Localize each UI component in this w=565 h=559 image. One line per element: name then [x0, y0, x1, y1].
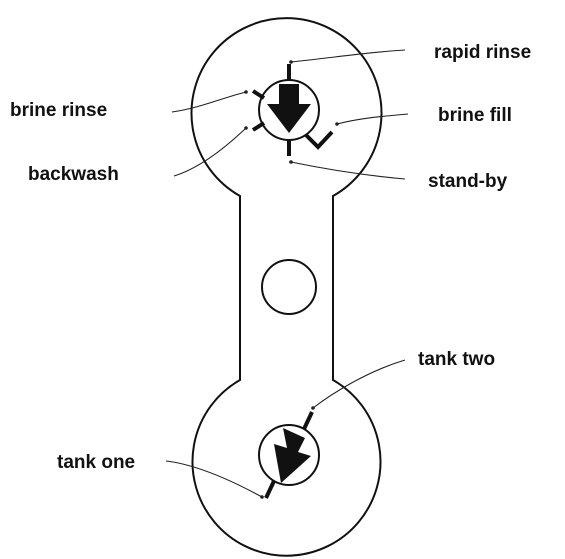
backwash-leader-dot — [244, 126, 248, 130]
label-backwash: backwash — [28, 164, 119, 185]
label-tank-two: tank two — [418, 349, 495, 370]
tank-one-notch — [264, 480, 276, 499]
brine-rinse-notch — [251, 89, 266, 100]
leader-lines — [165, 49, 409, 499]
label-rapid-rinse: rapid rinse — [434, 42, 531, 63]
brine-fill-notch — [304, 130, 334, 150]
rapid-rinse-leader — [290, 49, 406, 63]
stand-by-leader-dot — [289, 160, 293, 164]
brine-fill-leader — [336, 113, 409, 125]
labels: rapid rinse brine rinse brine fill backw… — [10, 42, 531, 473]
tank-one-leader — [165, 460, 263, 498]
tank-one-leader-dot — [260, 495, 264, 499]
label-tank-one: tank one — [57, 452, 135, 473]
backwash-leader — [173, 127, 247, 177]
stand-by-leader — [290, 161, 406, 180]
center-hole — [261, 259, 317, 315]
rapid-rinse-leader-dot — [289, 60, 293, 64]
lower-indicator — [258, 411, 320, 499]
brine-rinse-leader — [171, 91, 247, 113]
down-arrow-icon — [267, 84, 311, 133]
brine-rinse-leader-dot — [244, 90, 248, 94]
label-brine-rinse: brine rinse — [10, 100, 107, 121]
brine-fill-leader-dot — [335, 122, 339, 126]
label-brine-fill: brine fill — [438, 105, 512, 126]
tank-two-leader-dot — [311, 406, 315, 410]
tank-two-notch — [302, 411, 314, 430]
diagonal-down-arrow-icon — [274, 428, 311, 483]
tank-two-leader — [312, 359, 406, 409]
backwash-notch — [251, 121, 266, 132]
upper-indicator — [251, 64, 334, 156]
label-stand-by: stand-by — [428, 171, 508, 192]
